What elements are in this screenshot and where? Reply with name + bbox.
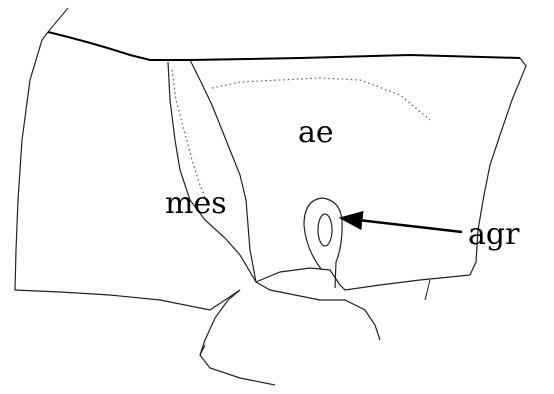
label-ae: ae xyxy=(298,115,334,150)
top-edge-line xyxy=(48,32,520,60)
lower-inner-curve xyxy=(256,282,380,340)
mes-dotted-suture xyxy=(172,70,205,198)
bottom-right-stub xyxy=(425,280,430,300)
lower-coxa-outline xyxy=(200,290,275,385)
label-agr: agr xyxy=(468,217,520,252)
label-mes: mes xyxy=(165,186,227,221)
ae-dotted-line xyxy=(212,78,430,120)
left-region-outline xyxy=(15,32,240,310)
agr-arrow xyxy=(341,218,462,232)
mes-left-boundary xyxy=(168,62,256,282)
mes-right-boundary xyxy=(190,60,256,282)
agr-inner-oval xyxy=(318,214,332,246)
agr-outer-structure xyxy=(304,198,342,288)
ae-bottom-edge xyxy=(256,268,470,290)
top-left-stub xyxy=(48,8,68,32)
